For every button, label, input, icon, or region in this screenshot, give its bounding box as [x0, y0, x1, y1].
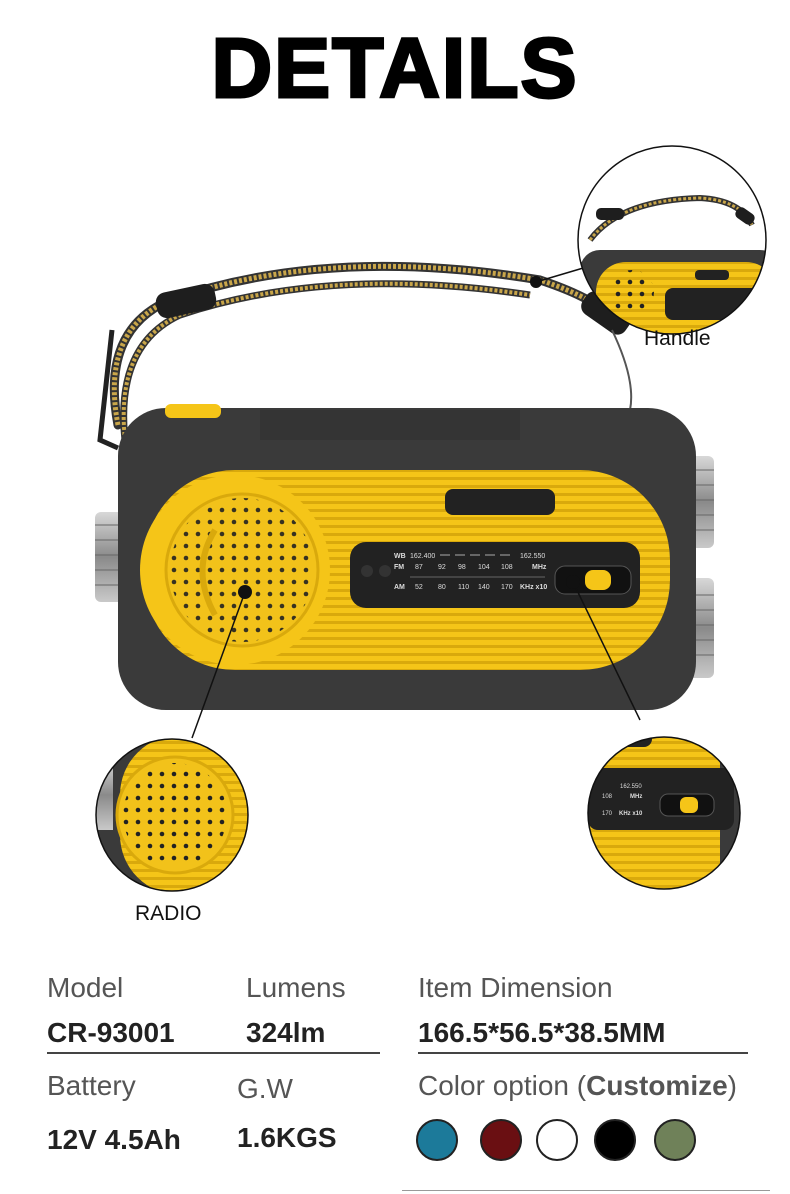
- gw-value: 1.6KGS: [237, 1122, 337, 1153]
- color-swatch-green[interactable]: [654, 1119, 696, 1161]
- bottom-divider: [402, 1190, 770, 1191]
- dimension-value: 166.5*56.5*38.5MM: [418, 1017, 666, 1048]
- dial-fm-tick: 104: [478, 564, 490, 571]
- color-swatch-blue[interactable]: [416, 1119, 458, 1161]
- dial-am-tick: 170: [501, 584, 513, 591]
- color-swatch-white[interactable]: [536, 1119, 578, 1161]
- page-title: DETAILS: [210, 20, 579, 117]
- dial-fm-tick: 92: [438, 564, 446, 571]
- gw-label: G.W: [237, 1073, 293, 1104]
- zoom-wb-high: 162.550: [620, 784, 642, 790]
- color-option-close: ): [727, 1070, 737, 1101]
- customize-text: Customize: [586, 1070, 728, 1101]
- dial-scale: WB 162.400 162.550 FM 87 92 98 104 108 M…: [394, 553, 547, 591]
- divider: [47, 1052, 380, 1054]
- color-swatch-black[interactable]: [594, 1119, 636, 1161]
- battery-value: 12V 4.5Ah: [47, 1124, 181, 1155]
- model-label: Model: [47, 972, 124, 1003]
- handle-callout-label: Handle: [644, 327, 711, 350]
- divider: [418, 1052, 748, 1054]
- color-swatch-maroon[interactable]: [480, 1119, 522, 1161]
- radio-body: [118, 404, 696, 710]
- handle-cord: [97, 261, 633, 451]
- lumens-label: Lumens: [246, 972, 346, 1003]
- radio-callout-label: RADIO: [135, 902, 202, 925]
- dial-am-tick: 140: [478, 584, 490, 591]
- dial-wb-low: 162.400: [410, 553, 435, 560]
- dial-am-unit: KHz x10: [520, 584, 547, 591]
- dimension-label: Item Dimension: [418, 972, 613, 1003]
- dial-am-tick: 52: [415, 584, 423, 591]
- dial-fm-tick: 98: [458, 564, 466, 571]
- zoom-fm-tick: 108: [602, 794, 613, 800]
- model-value: CR-93001: [47, 1017, 175, 1048]
- lumens-value: 324lm: [246, 1017, 326, 1048]
- dial-fm-unit: MHz: [532, 564, 547, 571]
- zoom-am-unit: KHz x10: [619, 811, 643, 817]
- dial-zoom: 162.550 108 MHz 170 KHz x10: [587, 736, 741, 890]
- zoom-fm-unit: MHz: [630, 794, 642, 800]
- dial-am-tick: 80: [438, 584, 446, 591]
- speaker-zoom: [95, 738, 249, 892]
- dial-fm-tick: 87: [415, 564, 423, 571]
- color-option-label: Color option (Customize): [418, 1070, 737, 1102]
- dial-fm-tick: 108: [501, 564, 513, 571]
- callout-leaders: [191, 265, 641, 739]
- dial-am-label: AM: [394, 584, 405, 591]
- zoom-am-tick: 170: [602, 811, 613, 817]
- product-illustration: WB 162.400 162.550 FM 87 92 98 104 108 M…: [95, 145, 767, 892]
- battery-label: Battery: [47, 1070, 136, 1101]
- dial-am-tick: 110: [458, 584, 469, 591]
- dial-fm-label: FM: [394, 564, 404, 571]
- dial-wb-high: 162.550: [520, 553, 545, 560]
- color-option-text: Color option (: [418, 1070, 587, 1101]
- dial-wb-label: WB: [394, 553, 406, 560]
